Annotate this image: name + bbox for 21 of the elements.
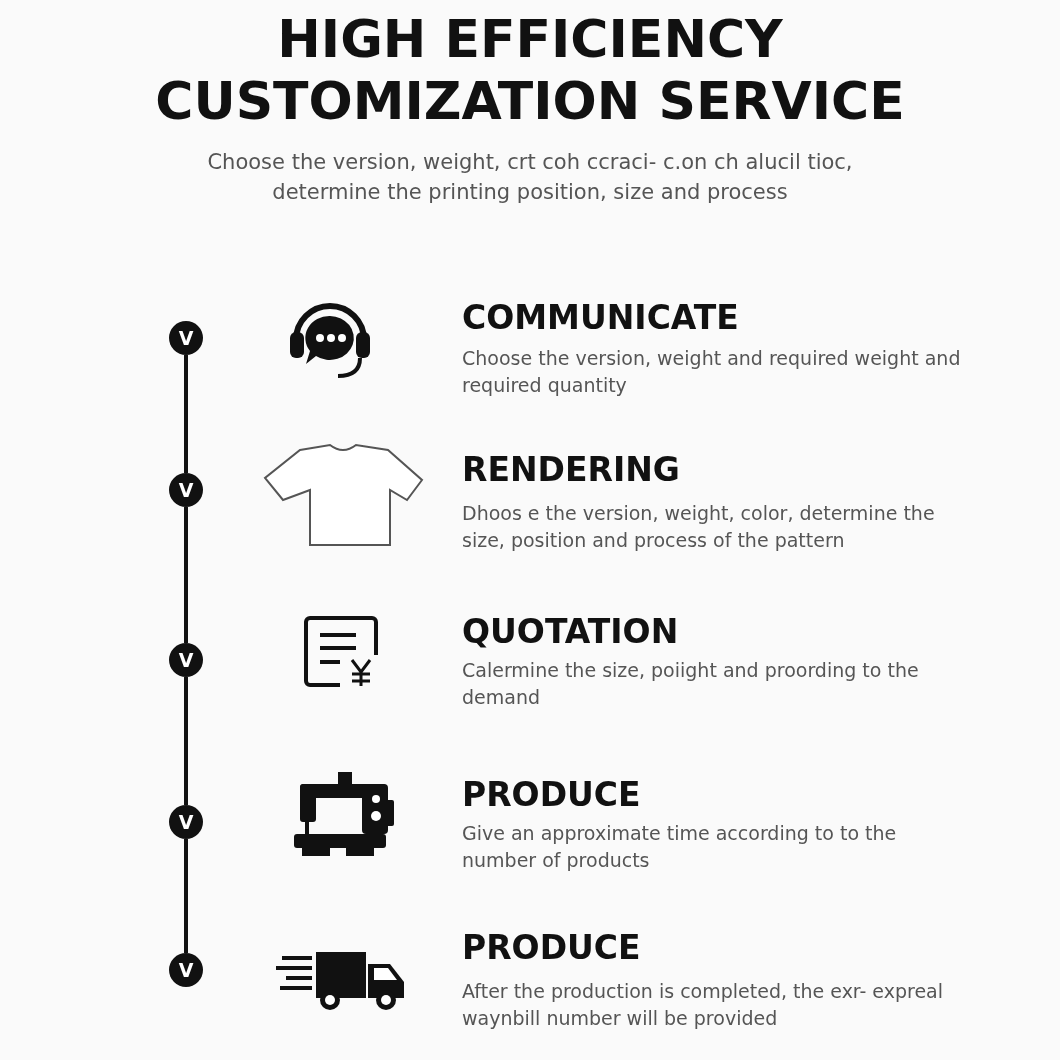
step-marker: V: [169, 953, 203, 987]
step-heading: RENDERING: [462, 450, 680, 489]
step-marker: V: [169, 805, 203, 839]
step-heading: QUOTATION: [462, 612, 679, 651]
step-marker: V: [169, 643, 203, 677]
step-marker: V: [169, 473, 203, 507]
connector-line: [184, 507, 188, 643]
connector-line: [184, 839, 188, 953]
connector-line: [184, 355, 188, 473]
step-description: Dhoos e the version, weight, color, determine the size, position and process of the pattern: [462, 501, 936, 553]
step-heading: COMMUNICATE: [462, 298, 739, 337]
step-marker: V: [169, 321, 203, 355]
step-description: Calermine the size, poiight and proording to the demand: [462, 658, 920, 710]
step-description: After the production is completed, the exr- expreal waynbill number will be provided: [462, 979, 945, 1031]
step-description: Choose the version, weight and required weight and required quantity: [462, 346, 962, 398]
step-description: Give an approximate time according to to the number of products: [462, 821, 898, 873]
title: HIGH EFFICIENCY CUSTOMIZATION SERVICE: [154, 8, 906, 132]
connector-line: [184, 677, 188, 805]
step-heading: PRODUCE: [462, 775, 641, 814]
subtitle: Choose the version, weight, crt coh ccraci- c.on ch alucil tioc, determine the printing position, size and process: [206, 149, 854, 206]
step-heading: PRODUCE: [462, 928, 641, 967]
